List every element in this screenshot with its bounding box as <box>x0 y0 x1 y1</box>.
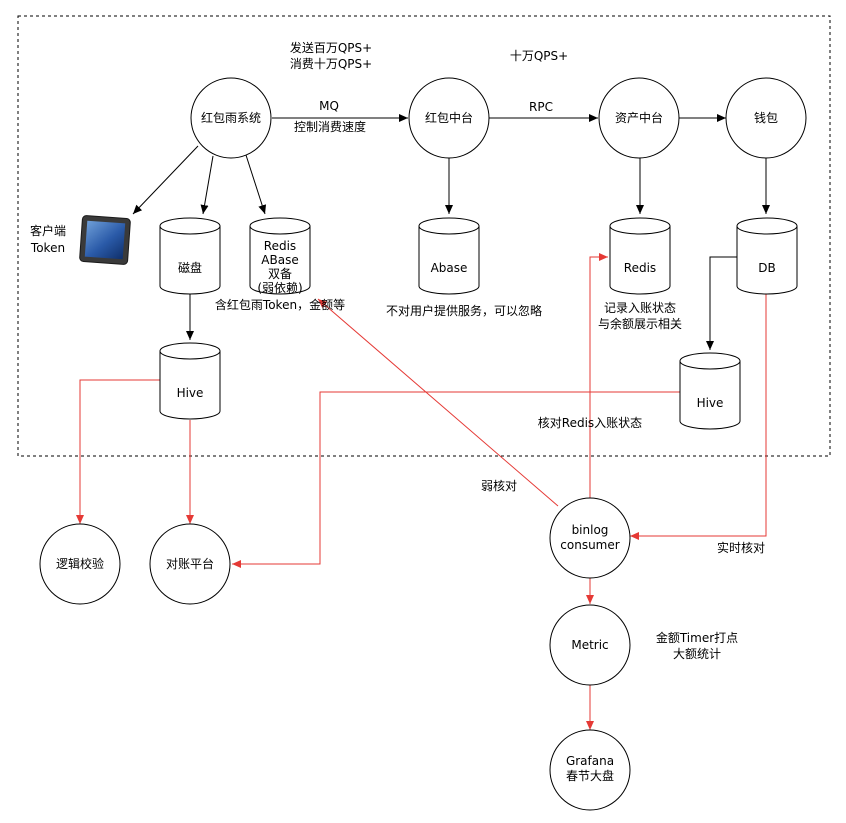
edge-db-to-hive-right <box>706 256 737 350</box>
store-label: Abase <box>431 261 468 275</box>
edge-binlog-check-redis <box>589 253 608 500</box>
edge-hongbaoyu-to-cipan <box>200 155 214 215</box>
node-label: 资产中台 <box>615 110 663 125</box>
redis-note-line2: 与余额展示相关 <box>598 316 682 331</box>
store-label: DB <box>758 261 775 275</box>
store-label-line4: (弱依赖) <box>257 280 302 295</box>
edge-hive-right-to-duizhang <box>232 391 680 568</box>
store-db: DB <box>736 217 798 295</box>
node-metric: Metric <box>549 604 631 686</box>
abase-note-label: 不对用户提供服务，可以忽略 <box>386 303 542 318</box>
node-label: 钱包 <box>754 110 778 125</box>
store-cipan: 磁盘 <box>159 217 221 295</box>
node-luoji-jiaoyan: 逻辑校验 <box>39 523 121 605</box>
node-label: 逻辑校验 <box>56 556 104 571</box>
mq-control-label: 控制消费速度 <box>294 119 366 134</box>
node-label: 红包雨系统 <box>201 110 261 125</box>
node-grafana: Grafana 春节大盘 <box>549 729 631 811</box>
node-duizhang-pingtai: 对账平台 <box>149 523 231 605</box>
node-label-line2: 春节大盘 <box>566 768 614 783</box>
qps-send-label: 发送百万QPS+ <box>290 40 372 55</box>
store-abase: Abase <box>418 217 480 295</box>
realtime-check-label: 实时核对 <box>717 540 765 555</box>
store-label: Hive <box>697 396 724 410</box>
red-connectors <box>76 253 767 730</box>
client-label-line1: 客户端 <box>30 223 66 238</box>
edge-binlog-weak-check <box>317 298 559 507</box>
qps-100k-label: 十万QPS+ <box>510 49 568 63</box>
edge-hongbaoyu-to-redis-abase <box>244 151 267 215</box>
check-redis-label: 核对Redis入账状态 <box>538 416 642 430</box>
store-label-line3: 双备 <box>268 267 292 281</box>
weak-check-label: 弱核对 <box>481 479 517 493</box>
store-contains-label: 含红包雨Token，金额等 <box>215 297 345 312</box>
node-qianbao: 钱包 <box>725 77 807 159</box>
node-label-line2: consumer <box>560 538 619 552</box>
edge-hive-to-luoji <box>76 379 160 524</box>
edge-hongbaoyu-to-client <box>132 145 199 215</box>
node-label-line1: Grafana <box>566 754 614 768</box>
store-label: Redis <box>624 261 656 275</box>
store-label: Hive <box>177 386 204 400</box>
store-hive-left: Hive <box>159 342 221 420</box>
node-binlog-consumer: binlog consumer <box>549 497 631 579</box>
store-redis: Redis <box>609 217 671 295</box>
black-connectors <box>132 114 770 350</box>
edge-db-realtime-check <box>630 290 767 540</box>
mq-label: MQ <box>319 99 339 113</box>
node-label: 红包中台 <box>425 110 473 125</box>
store-label-line2: ABase <box>261 253 298 267</box>
tablet-icon <box>79 215 131 265</box>
node-hongbaoyu: 红包雨系统 <box>190 77 272 159</box>
rpc-label: RPC <box>529 100 553 114</box>
store-label: 磁盘 <box>178 260 202 275</box>
node-label-line1: binlog <box>572 523 609 537</box>
node-label: 对账平台 <box>166 556 214 571</box>
node-zichan-zhongtai: 资产中台 <box>598 77 680 159</box>
store-hive-right: Hive <box>679 352 741 430</box>
node-hongbao-zhongtai: 红包中台 <box>408 77 490 159</box>
system-boundary <box>17 15 831 457</box>
redis-note-line1: 记录入账状态 <box>604 301 676 315</box>
metric-note-line2: 大额统计 <box>673 647 721 661</box>
store-redis-abase: Redis ABase 双备 (弱依赖) <box>249 217 311 295</box>
node-label: Metric <box>571 638 608 652</box>
metric-note-line1: 金额Timer打点 <box>656 630 738 645</box>
qps-consume-label: 消费十万QPS+ <box>290 57 372 71</box>
store-label-line1: Redis <box>264 239 296 253</box>
client-label-line2: Token <box>30 241 65 255</box>
